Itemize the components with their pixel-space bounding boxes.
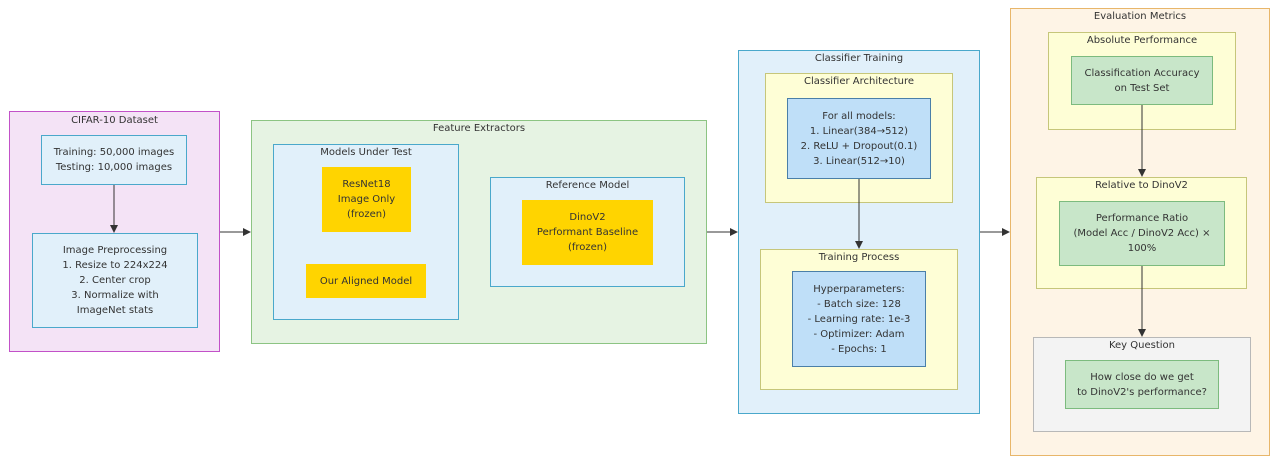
classifier-architecture-title: Classifier Architecture [803, 76, 915, 87]
preprocessing-node: Image Preprocessing 1. Resize to 224x224… [32, 233, 198, 328]
relative-to-dinov2-title: Relative to DinoV2 [1095, 180, 1188, 191]
training-process-title: Training Process [818, 252, 900, 263]
evaluation-metrics-title: Evaluation Metrics [1093, 11, 1187, 22]
cifar-dataset-title: CIFAR-10 Dataset [71, 115, 158, 126]
aligned-model-node: Our Aligned Model [306, 264, 426, 298]
models-under-test-title: Models Under Test [320, 147, 412, 158]
hyperparameters-node: Hyperparameters: - Batch size: 128 - Lea… [792, 271, 926, 367]
reference-model-title: Reference Model [545, 180, 630, 191]
key-question-title: Key Question [1108, 340, 1176, 351]
architecture-node: For all models: 1. Linear(384→512) 2. Re… [787, 98, 931, 179]
dinov2-node: DinoV2 Performant Baseline (frozen) [522, 200, 653, 265]
resnet18-node: ResNet18 Image Only (frozen) [322, 167, 411, 232]
accuracy-node: Classification Accuracy on Test Set [1071, 56, 1213, 105]
feature-extractors-title: Feature Extractors [432, 123, 526, 134]
absolute-performance-title: Absolute Performance [1086, 35, 1198, 46]
question-node: How close do we get to DinoV2's performa… [1065, 360, 1219, 409]
ratio-node: Performance Ratio (Model Acc / DinoV2 Ac… [1059, 201, 1225, 266]
dataset-split-node: Training: 50,000 images Testing: 10,000 … [41, 135, 187, 185]
classifier-training-title: Classifier Training [814, 53, 904, 64]
